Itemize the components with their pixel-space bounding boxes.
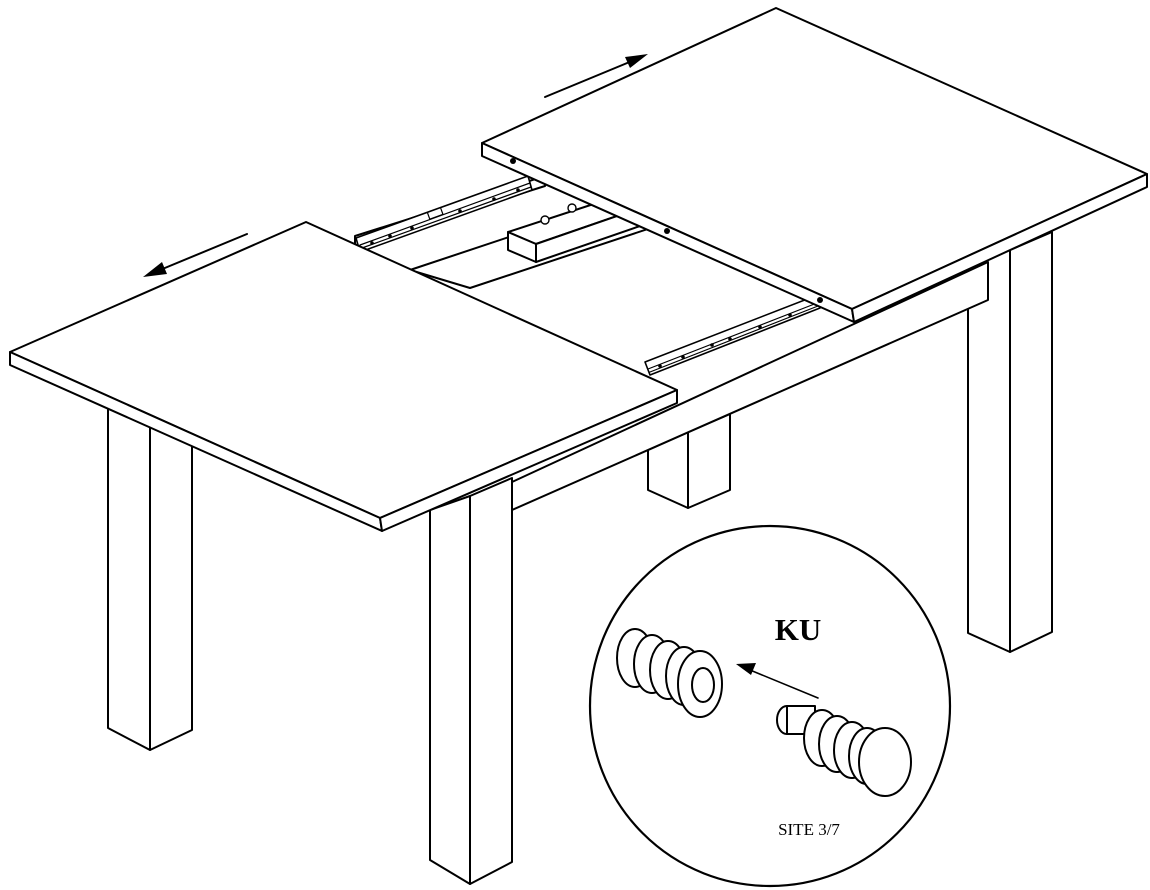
tabletop-left bbox=[9, 221, 678, 532]
connector-bolt bbox=[776, 705, 912, 797]
page-reference-label: SITE 3/7 bbox=[778, 820, 840, 839]
slide-rail-left bbox=[355, 175, 533, 253]
leg-back-right bbox=[967, 231, 1053, 653]
arrow-left-icon bbox=[143, 233, 248, 277]
part-code-label: KU bbox=[775, 612, 822, 647]
slide-rail-right bbox=[644, 295, 821, 376]
leg-front-left bbox=[107, 399, 193, 751]
arrow-right-icon bbox=[544, 54, 648, 98]
leg-back-left bbox=[647, 413, 731, 509]
leg-front-right bbox=[429, 477, 513, 885]
connector-sleeve bbox=[616, 628, 723, 718]
tabletop-right bbox=[481, 7, 1148, 323]
detail-callout: KU SITE 3/7 bbox=[588, 524, 952, 888]
arrow-insert-icon bbox=[736, 663, 819, 699]
